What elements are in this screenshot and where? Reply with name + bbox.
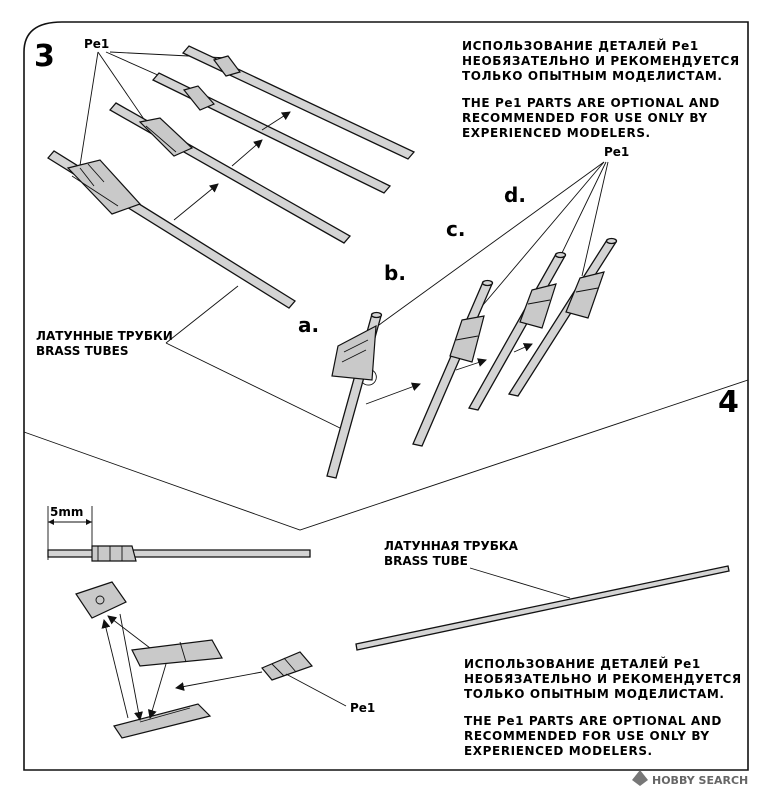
part-wedge-lower: [113, 703, 212, 739]
brass-tubes-label-en: BRASS TUBES: [36, 344, 129, 358]
brass-tube-leader: [469, 567, 571, 599]
hobbysearch-logo-icon: [632, 770, 648, 786]
pe1-part-a: [331, 324, 377, 381]
pe1-clamp-small: [182, 85, 216, 111]
svg-text:НЕОБЯЗАТЕЛЬНО И РЕКОМЕНДУЕТСЯ: НЕОБЯЗАТЕЛЬНО И РЕКОМЕНДУЕТСЯ: [464, 672, 742, 686]
step-4-pe-assembly: [261, 651, 314, 681]
sub-step-a-label: a.: [298, 313, 319, 337]
pe1-clamp-top: [212, 55, 242, 77]
svg-text:RECOMMENDED FOR USE ONLY BY: RECOMMENDED FOR USE ONLY BY: [462, 111, 708, 125]
pe1-leader-step-4: [285, 673, 347, 707]
tube-b: [412, 281, 493, 447]
svg-text:ТОЛЬКО ОПЫТНЫМ МОДЕЛИСТАМ.: ТОЛЬКО ОПЫТНЫМ МОДЕЛИСТАМ.: [464, 687, 725, 701]
step-3-note-en-line-1: THE Pe1 PARTS ARE OPTIONAL AND: [462, 96, 720, 110]
brass-tube-label-ru: ЛАТУННАЯ ТРУБКА: [384, 539, 519, 553]
sub-steps-pe1-label: Pe1: [604, 145, 629, 159]
svg-text:EXPERIENCED MODELERS.: EXPERIENCED MODELERS.: [462, 126, 651, 140]
step-3-pe-parts: [66, 55, 242, 215]
step-3-note-en-line-3: EXPERIENCED MODELERS.: [462, 126, 651, 140]
step-3-note-ru-line-1: ИСПОЛЬЗОВАНИЕ ДЕТАЛЕЙ Pe1: [462, 38, 699, 53]
part-plate: [75, 581, 127, 619]
step-4-note-en-line-1: THE Pe1 PARTS ARE OPTIONAL AND: [464, 714, 722, 728]
pe1-bracket-large: [66, 159, 142, 215]
pe1-part-b: [449, 315, 485, 363]
svg-text:THE Pe1 PARTS ARE OPTIONAL AND: THE Pe1 PARTS ARE OPTIONAL AND: [464, 714, 722, 728]
brass-tubes-label-ru: ЛАТУННЫЕ ТРУБКИ: [36, 329, 173, 343]
step-3-note-en-line-2: RECOMMENDED FOR USE ONLY BY: [462, 111, 708, 125]
pe1-part-c: [519, 283, 557, 329]
svg-text:THE Pe1 PARTS ARE OPTIONAL AND: THE Pe1 PARTS ARE OPTIONAL AND: [462, 96, 720, 110]
watermark: HOBBY SEARCH: [632, 770, 748, 787]
step-4-note-ru-line-1: ИСПОЛЬЗОВАНИЕ ДЕТАЛЕЙ Pe1: [464, 656, 701, 671]
step-3-arrows: [173, 111, 291, 221]
pe1-clamp-horizontal: [91, 545, 137, 562]
brass-tubes-leaders: [165, 285, 341, 429]
dimension-label: 5mm: [50, 505, 83, 519]
step-divider: [23, 379, 749, 531]
sub-step-arrows: [365, 343, 533, 405]
step-4-note-en-line-2: RECOMMENDED FOR USE ONLY BY: [464, 729, 710, 743]
page-frame: [23, 21, 749, 771]
svg-text:ИСПОЛЬЗОВАНИЕ ДЕТАЛЕЙ Pe1: ИСПОЛЬЗОВАНИЕ ДЕТАЛЕЙ Pe1: [462, 38, 699, 53]
svg-text:ИСПОЛЬЗОВАНИЕ ДЕТАЛЕЙ Pe1: ИСПОЛЬЗОВАНИЕ ДЕТАЛЕЙ Pe1: [464, 656, 701, 671]
step-4-number: 4: [718, 385, 739, 420]
step-4-pe1-label: Pe1: [350, 701, 375, 715]
step-3-pe1-label: Pe1: [84, 37, 109, 51]
svg-text:RECOMMENDED FOR USE ONLY BY: RECOMMENDED FOR USE ONLY BY: [464, 729, 710, 743]
step-4-note-ru-line-2: НЕОБЯЗАТЕЛЬНО И РЕКОМЕНДУЕТСЯ: [464, 672, 742, 686]
svg-text:EXPERIENCED MODELERS.: EXPERIENCED MODELERS.: [464, 744, 653, 758]
step-4-horizontal-tube: [47, 545, 311, 562]
pe1-part-d: [565, 271, 605, 319]
sub-step-tubes: [326, 237, 618, 479]
brass-tube-label-en: BRASS TUBE: [384, 554, 468, 568]
watermark-text: HOBBY SEARCH: [652, 774, 748, 787]
step-4-arrow: [175, 671, 263, 691]
svg-text:ТОЛЬКО ОПЫТНЫМ МОДЕЛИСТАМ.: ТОЛЬКО ОПЫТНЫМ МОДЕЛИСТАМ.: [462, 69, 723, 83]
brass-tube-4: [181, 45, 416, 160]
step-3-note-ru-line-2: НЕОБЯЗАТЕЛЬНО И РЕКОМЕНДУЕТСЯ: [462, 54, 740, 68]
part-wedge-upper: [131, 639, 223, 667]
sub-step-c-label: c.: [446, 217, 465, 241]
step-4-note-ru-line-3: ТОЛЬКО ОПЫТНЫМ МОДЕЛИСТАМ.: [464, 687, 725, 701]
step-4-part-arrows: [101, 613, 167, 721]
step-4-long-tube: [355, 565, 730, 651]
step-3-note: ИСПОЛЬЗОВАНИЕ ДЕТАЛЕЙ Pe1 НЕОБЯЗАТЕЛЬНО …: [462, 38, 740, 140]
pe1-bracket-mid: [138, 117, 194, 157]
step-4-note: ИСПОЛЬЗОВАНИЕ ДЕТАЛЕЙ Pe1 НЕОБЯЗАТЕЛЬНО …: [464, 656, 742, 758]
step-4-note-en-line-3: EXPERIENCED MODELERS.: [464, 744, 653, 758]
step-3-note-ru-line-3: ТОЛЬКО ОПЫТНЫМ МОДЕЛИСТАМ.: [462, 69, 723, 83]
step-4-parts: [75, 581, 223, 739]
sub-step-d-label: d.: [504, 183, 526, 207]
step-3-number: 3: [34, 39, 55, 74]
svg-text:НЕОБЯЗАТЕЛЬНО И РЕКОМЕНДУЕТСЯ: НЕОБЯЗАТЕЛЬНО И РЕКОМЕНДУЕТСЯ: [462, 54, 740, 68]
sub-step-b-label: b.: [384, 261, 406, 285]
